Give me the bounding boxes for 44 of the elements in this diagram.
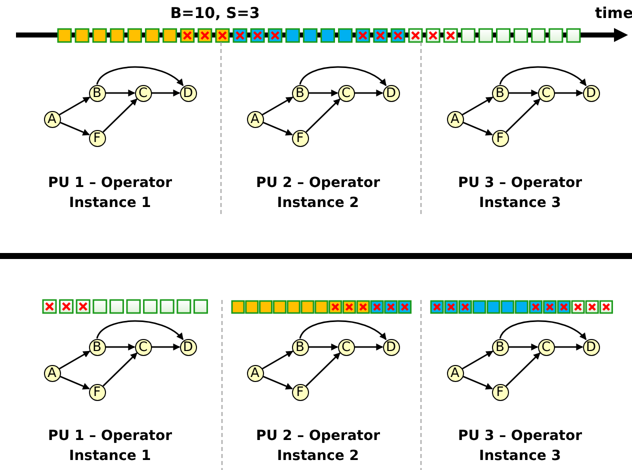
arrow <box>299 66 387 86</box>
arrow <box>508 90 538 96</box>
arrow <box>299 320 387 340</box>
arrow <box>262 96 294 116</box>
processing-unit-label: PU 1 – Operator Instance 1 <box>47 427 173 466</box>
arrow <box>106 90 136 96</box>
arrow <box>58 350 90 370</box>
arrow <box>306 98 340 133</box>
arrow <box>58 96 90 116</box>
arrow <box>462 122 493 136</box>
processing-unit-label: PU 2 – Operator Instance 2 <box>255 427 381 466</box>
arrow <box>462 96 494 116</box>
processing-unit-label: PU 2 – Operator Instance 2 <box>255 174 381 213</box>
arrow <box>106 344 136 350</box>
arrow <box>262 376 293 390</box>
arrow <box>152 344 180 350</box>
arrow <box>262 122 293 136</box>
arrow <box>60 376 90 390</box>
arrow <box>102 352 138 387</box>
arrow <box>96 320 184 340</box>
arrow <box>354 90 384 96</box>
arrow <box>306 352 340 387</box>
processing-unit-label: PU 1 – Operator Instance 1 <box>47 174 173 213</box>
arrow <box>354 344 384 350</box>
arrow <box>554 344 584 350</box>
axis-label: time <box>595 6 632 21</box>
arrow <box>508 344 538 350</box>
arrow <box>96 66 184 86</box>
arrow <box>60 122 90 136</box>
processing-unit-label: PU 3 – Operator Instance 3 <box>457 174 583 213</box>
arrow <box>308 90 338 96</box>
arrow <box>462 350 494 370</box>
processing-unit-label: PU 3 – Operator Instance 3 <box>457 427 583 466</box>
arrow <box>506 98 540 133</box>
arrow <box>499 320 587 340</box>
arrow <box>506 352 540 387</box>
arrow <box>462 376 493 390</box>
arrow <box>102 98 138 133</box>
arrow <box>499 66 587 86</box>
arrow <box>308 344 338 350</box>
arrow <box>262 350 294 370</box>
parameter-label: B=10, S=3 <box>170 6 260 21</box>
arrow <box>554 90 584 96</box>
arrow <box>152 90 180 96</box>
